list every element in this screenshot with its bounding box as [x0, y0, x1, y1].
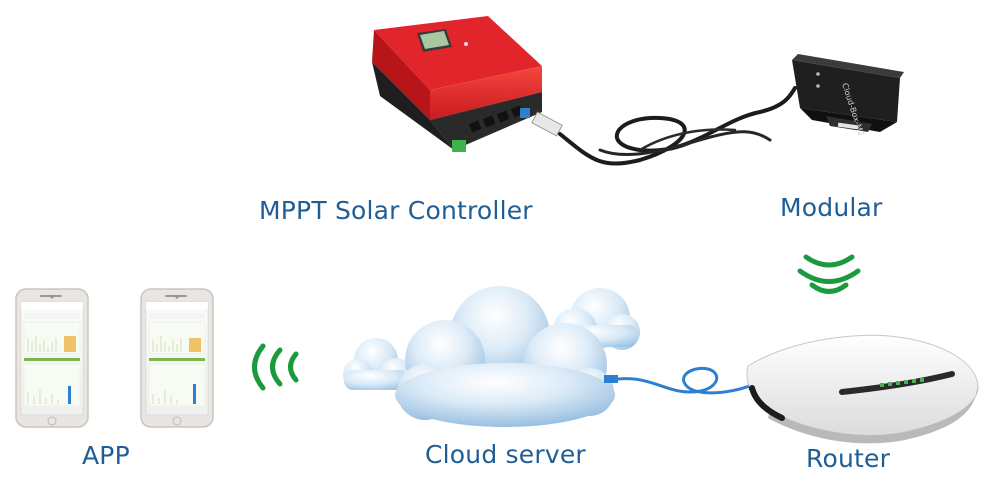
controller-cable — [531, 86, 797, 166]
app-label: APP — [82, 441, 130, 470]
wifi-signal-right-icon — [252, 343, 299, 391]
router-device — [746, 334, 979, 444]
modular-label: Modular — [780, 193, 883, 222]
led-icon — [816, 84, 820, 88]
cloud-server-icon — [343, 286, 640, 427]
app-phone-2 — [140, 288, 214, 428]
router-leds — [839, 371, 955, 395]
cloud-server-label: Cloud server — [425, 440, 586, 469]
indicator-icon — [464, 42, 468, 46]
router-label: Router — [806, 444, 891, 473]
lcd-screen — [417, 29, 452, 52]
mppt-controller-device — [372, 16, 542, 152]
modular-device: Cloud-Box-M2 — [792, 54, 904, 137]
led-icon — [816, 72, 820, 76]
mppt-controller-label: MPPT Solar Controller — [259, 196, 533, 225]
app-phone-1 — [15, 288, 89, 428]
green-terminal — [452, 140, 466, 152]
rj45-port-icon — [520, 108, 530, 118]
wifi-signal-down-icon — [797, 254, 861, 294]
blue-network-cable — [604, 366, 761, 395]
